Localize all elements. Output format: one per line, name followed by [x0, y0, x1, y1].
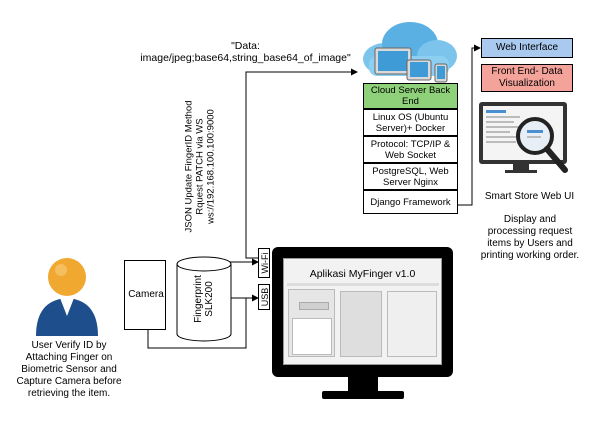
fingerprint-label: Fingerprint SLK200: [193, 275, 215, 323]
stack-linux-os: Linux OS (Ubuntu Server)+ Docker: [363, 109, 458, 136]
app-left-subpanel: [292, 318, 332, 355]
app-window: Aplikasi MyFinger v1.0: [283, 258, 442, 365]
stack-framework-label: Django Framework: [370, 196, 451, 208]
app-right-panel: [387, 291, 437, 357]
camera-to-monitor-line: [147, 298, 247, 349]
stack-linux-os-label: Linux OS (Ubuntu Server)+ Docker: [372, 111, 449, 134]
frontend-label: Front End- Data Visualization: [491, 66, 563, 89]
cloud-to-web-line: [458, 44, 481, 206]
smart-store-description: Display and processing request items by …: [480, 214, 580, 261]
data-uri-label: "Data: image/jpeg;base64,string_base64_o…: [140, 40, 351, 64]
app-capture-button[interactable]: [299, 302, 329, 310]
usb-label: USB: [260, 287, 270, 307]
web-ui-magnifier-icon: [479, 102, 568, 173]
stack-protocol-label: Protocol: TCP/IP & Web Socket: [370, 138, 451, 161]
user-avatar-icon: [36, 258, 98, 336]
wifi-label: Wi-Fi: [260, 252, 270, 274]
stack-database: PostgreSQL, Web Server Nginx: [363, 163, 458, 190]
json-request-label: JSON Update FingerID Method Rquest PATCH…: [183, 100, 217, 233]
cloud-server-header: Cloud Server Back End: [363, 83, 458, 109]
cloud-server-header-label: Cloud Server Back End: [370, 85, 451, 107]
cloud-devices-icon: [363, 22, 457, 83]
smart-store-title: Smart Store Web UI: [484, 191, 575, 202]
stack-framework: Django Framework: [363, 190, 458, 214]
camera-box: Camera: [124, 260, 166, 330]
fingerprint-sensor-shape: [176, 256, 232, 342]
camera-label: Camera: [128, 289, 164, 300]
frontend-box: Front End- Data Visualization: [481, 64, 573, 92]
app-toolbar-strip: [287, 283, 439, 286]
monitor-neck: [348, 377, 378, 391]
user-caption: User Verify ID by Attaching Finger on Bi…: [16, 340, 122, 399]
wifi-to-cloud-line: [245, 68, 358, 259]
wifi-tag: Wi-Fi: [258, 248, 270, 278]
app-left-panel: [288, 289, 335, 357]
web-interface-box: Web Interface: [481, 38, 573, 58]
usb-tag: USB: [258, 284, 270, 310]
stack-database-label: PostgreSQL, Web Server Nginx: [372, 165, 449, 188]
monitor-base: [322, 391, 404, 399]
web-interface-label: Web Interface: [495, 42, 559, 53]
app-middle-panel: [340, 291, 382, 357]
stack-protocol: Protocol: TCP/IP & Web Socket: [363, 136, 458, 163]
app-title: Aplikasi MyFinger v1.0: [309, 268, 416, 280]
